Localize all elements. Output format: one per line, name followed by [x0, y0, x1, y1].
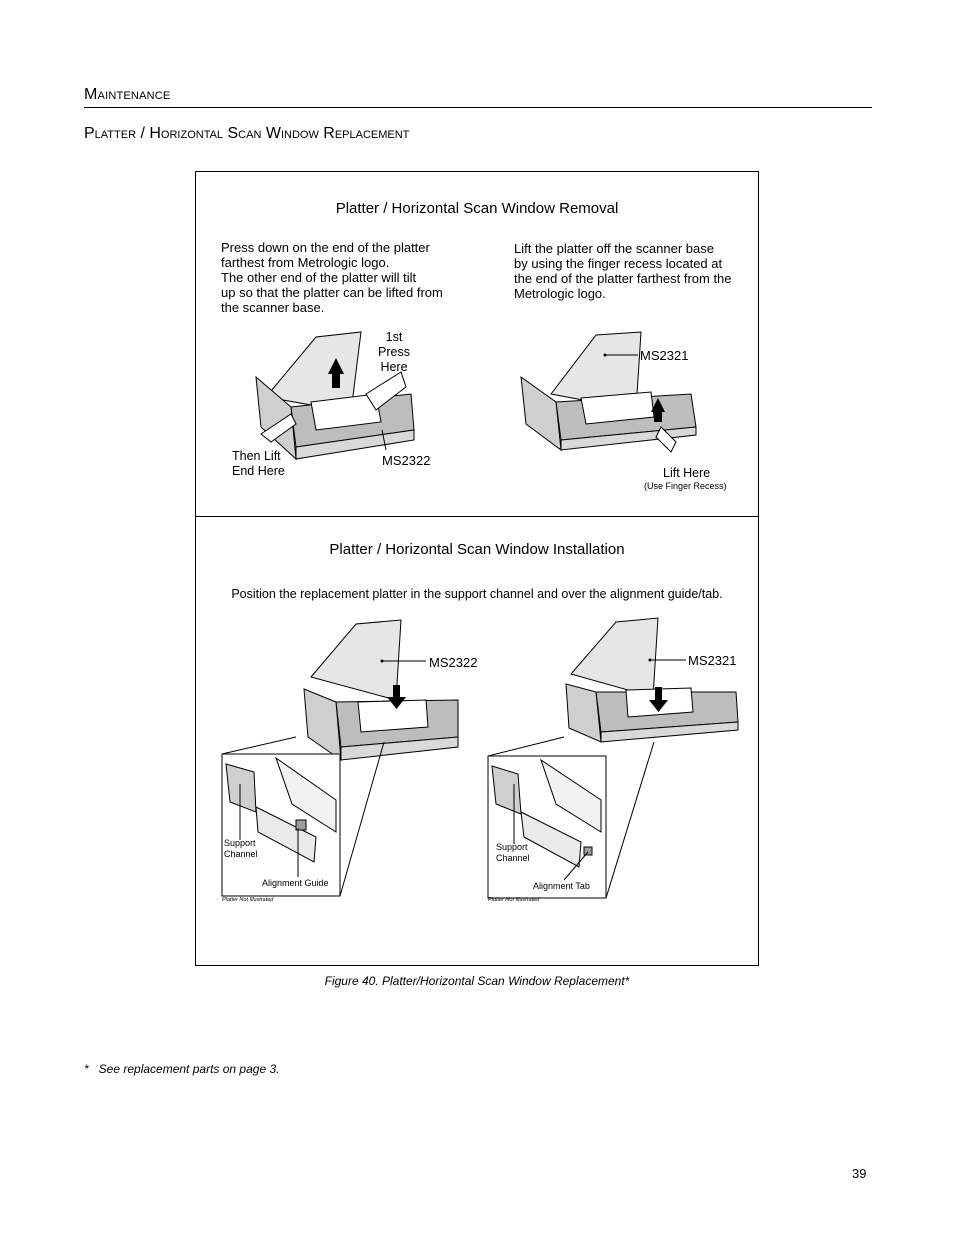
footnote-mark: * — [84, 1062, 89, 1076]
platter-note-left: Platter Not Illustrated — [222, 897, 274, 903]
press-here-label: 1st Press Here — [378, 330, 410, 374]
finger-recess-label: (Use Finger Recess) — [644, 481, 727, 491]
support-channel-label-left: Support Channel — [224, 838, 258, 859]
alignment-tab-label: Alignment Tab — [533, 881, 590, 891]
lift-here-label: Lift Here — [663, 466, 711, 480]
scanner-ms2322-installation — [303, 619, 459, 762]
support-channel-label-right: Support Channel — [496, 842, 530, 863]
model-label-ms2321-installation: MS2321 — [688, 653, 737, 668]
footnote: * See replacement parts on page 3. — [84, 1062, 279, 1076]
footnote-text: See replacement parts on page 3. — [98, 1062, 280, 1076]
model-label-ms2322-installation: MS2322 — [429, 655, 478, 670]
removal-illustrations — [255, 331, 697, 461]
scanner-ms2321-removal — [520, 331, 697, 453]
installation-instruction: Position the replacement platter in the … — [231, 587, 723, 601]
panel-divider — [196, 516, 758, 517]
platter-note-right: Platter Not Illustrated — [488, 897, 540, 903]
detail-box-left — [221, 736, 385, 897]
page-number: 39 — [852, 1166, 867, 1181]
figure-caption: Figure 40. Platter/Horizontal Scan Windo… — [324, 974, 630, 988]
detail-box-right — [487, 736, 655, 899]
figure-box: Platter / Horizontal Scan Window Removal… — [195, 171, 759, 966]
model-label-ms2321-removal: MS2321 — [640, 348, 689, 363]
chapter-title: Maintenance — [84, 86, 171, 103]
removal-left-text: Press down on the end of the platter far… — [221, 240, 443, 315]
scanner-ms2321-installation — [565, 617, 739, 743]
installation-title: Platter / Horizontal Scan Window Install… — [329, 541, 625, 558]
model-label-ms2322-removal: MS2322 — [382, 453, 431, 468]
section-title: Platter / Horizontal Scan Window Replace… — [84, 125, 410, 142]
removal-right-text: Lift the platter off the scanner base by… — [514, 241, 732, 301]
removal-title: Platter / Horizontal Scan Window Removal — [335, 200, 619, 217]
lift-end-label: Then Lift End Here — [232, 449, 285, 478]
installation-illustrations — [221, 617, 739, 899]
scanner-ms2322-removal — [255, 331, 415, 461]
alignment-guide-label: Alignment Guide — [262, 878, 329, 888]
header-rule — [84, 107, 872, 108]
